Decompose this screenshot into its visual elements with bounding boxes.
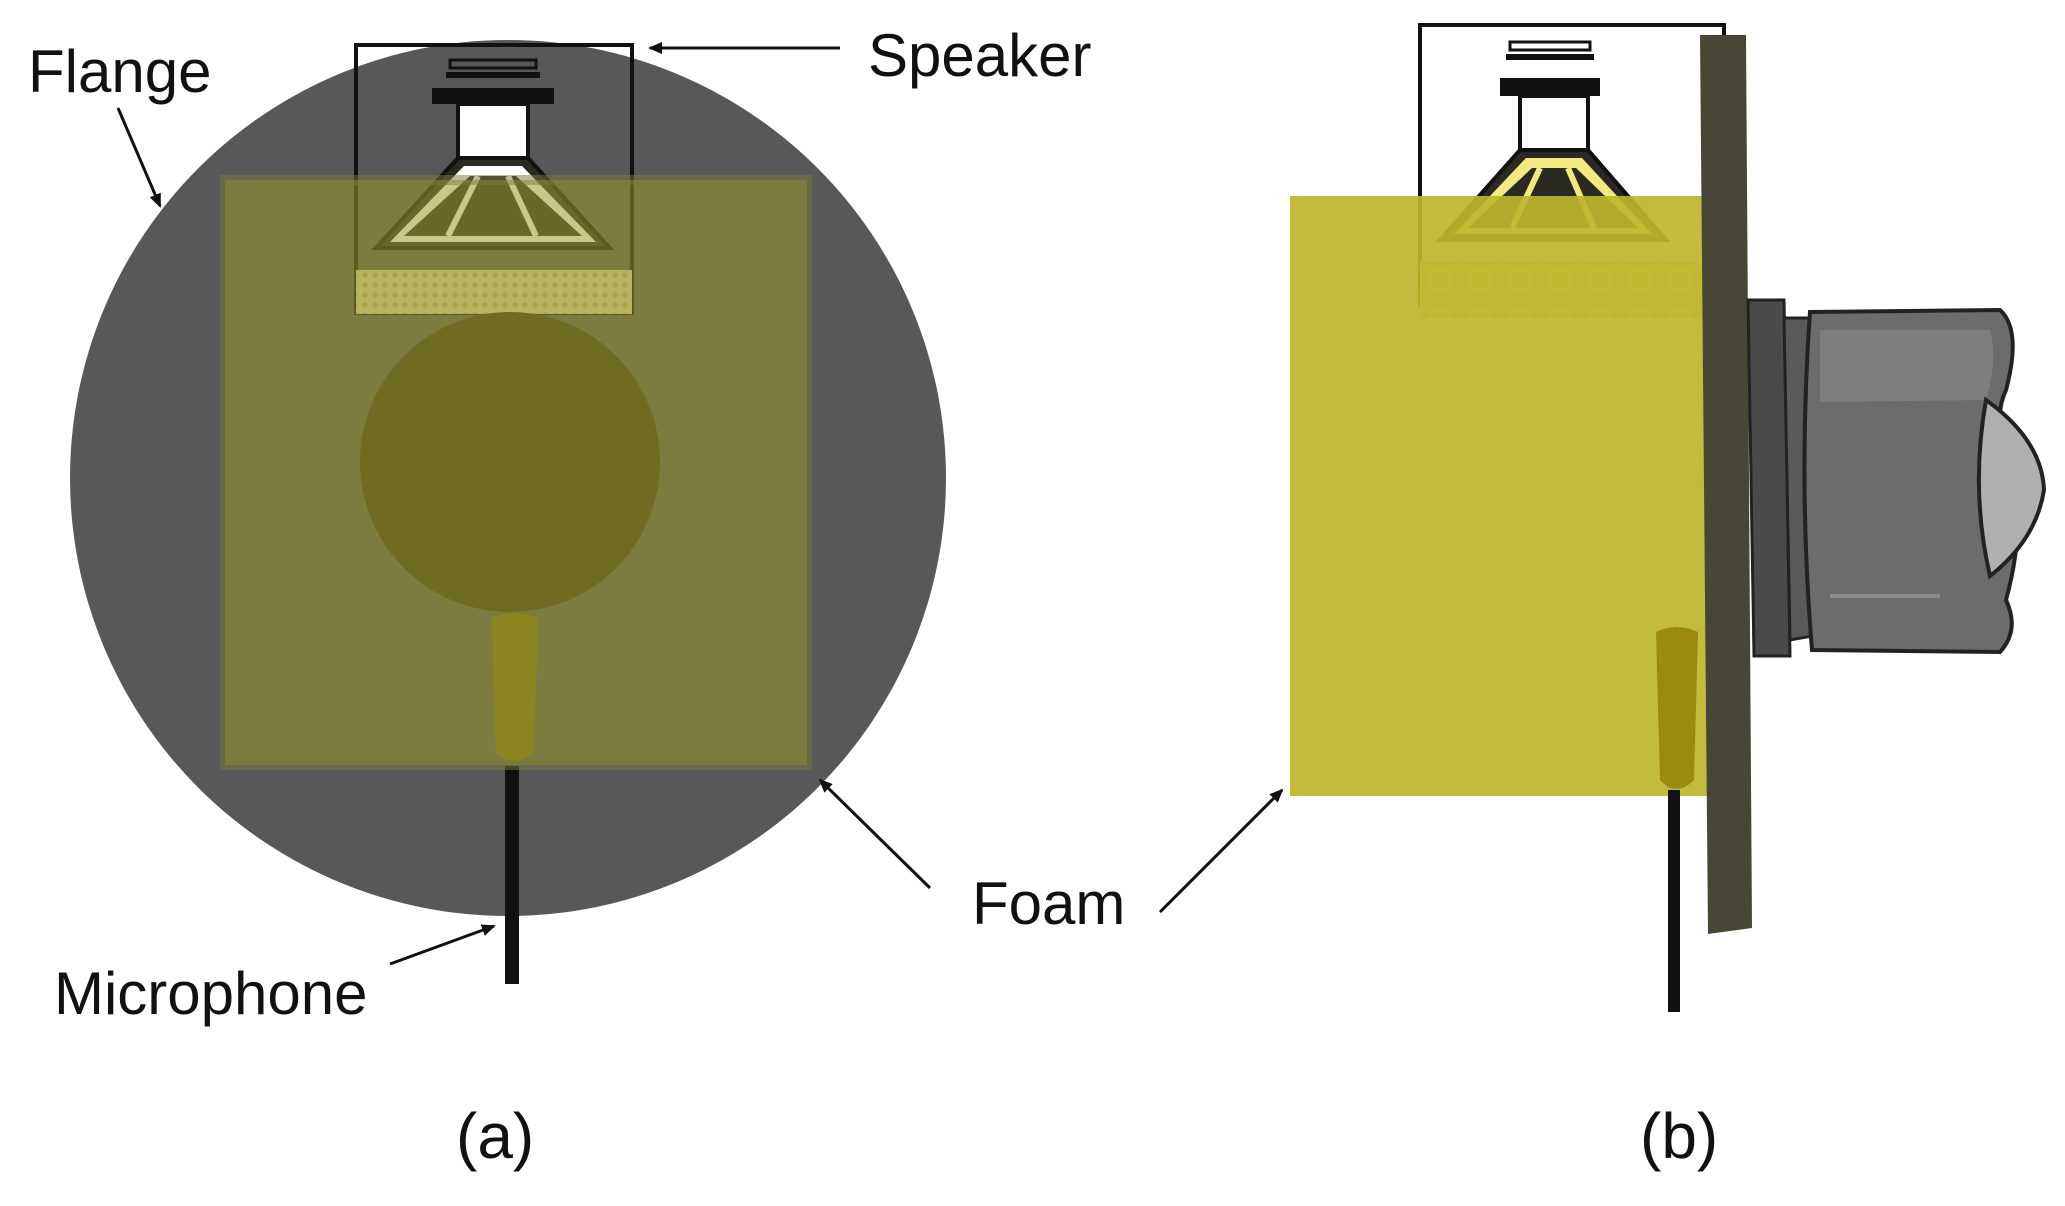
panel-b-side-view [1290, 23, 2047, 1012]
probe-tube [1746, 298, 2047, 658]
flange-arrow [116, 107, 162, 208]
foam-block-side [1290, 196, 1716, 796]
annotation-arrows [116, 42, 1284, 966]
microphone-cable-side [1668, 790, 1680, 1012]
caption-a: (a) [456, 1100, 534, 1172]
foam-block-front [220, 175, 812, 770]
foam-arrow-a [818, 778, 932, 890]
microphone-label: Microphone [54, 960, 368, 1027]
flange-label: Flange [28, 38, 211, 105]
microphone-cable [505, 766, 519, 984]
foam-arrow-b [1158, 788, 1284, 914]
speaker-label: Speaker [868, 22, 1091, 89]
microphone-arrow [389, 924, 496, 966]
foam-label: Foam [972, 870, 1125, 937]
caption-b: (b) [1640, 1100, 1718, 1172]
microphone-tip-side [1656, 627, 1698, 789]
flange-plate-side [1700, 35, 1752, 934]
panel-a-front-view [70, 40, 946, 984]
